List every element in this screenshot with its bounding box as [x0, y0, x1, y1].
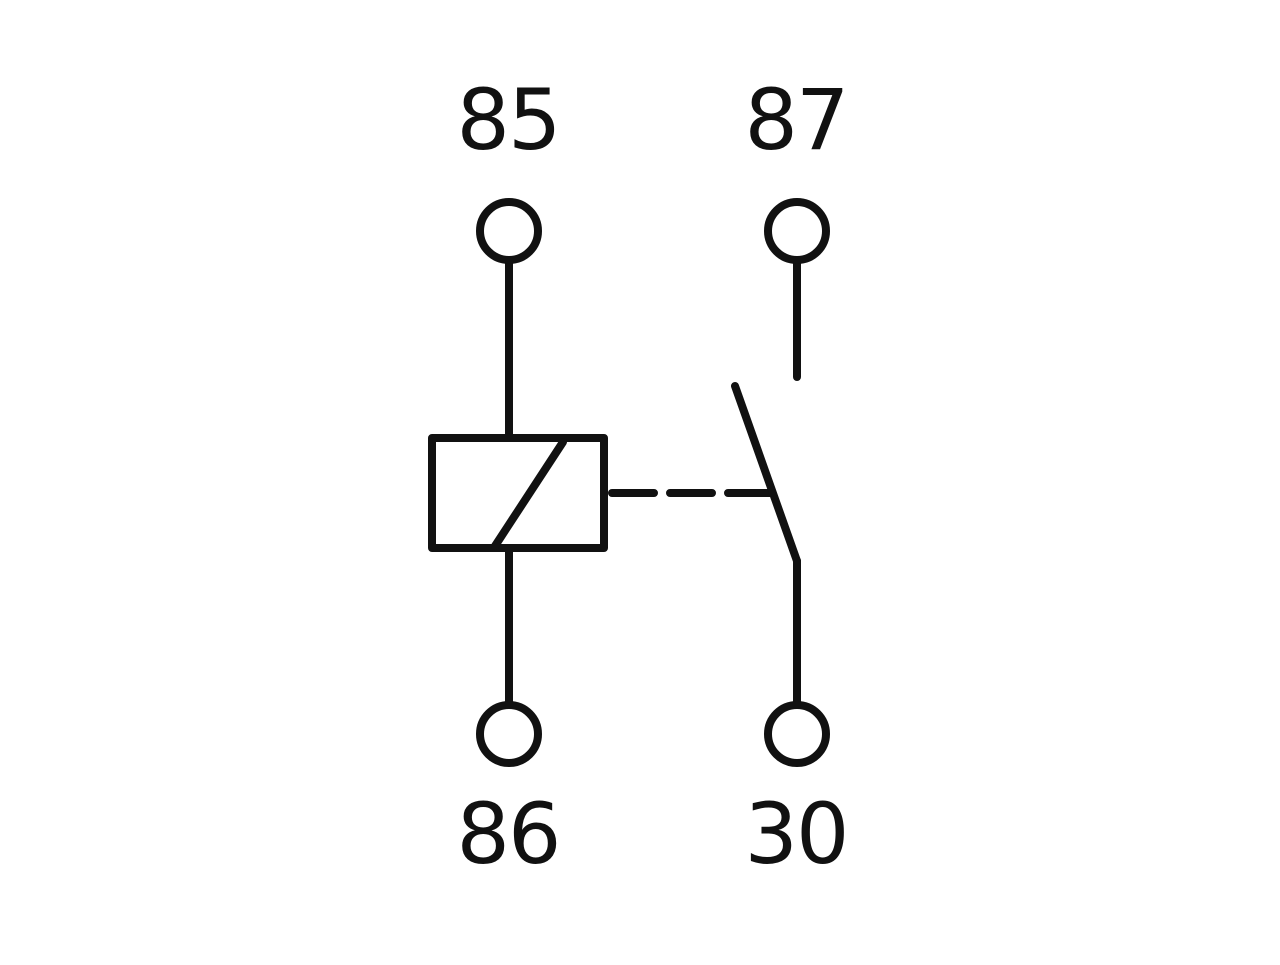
pin-label-86: 86	[456, 785, 562, 883]
coil-box	[428, 434, 608, 552]
terminal-86	[476, 701, 542, 767]
coil-diagonal	[491, 438, 567, 550]
terminal-30	[764, 701, 830, 767]
switch-blade	[731, 382, 801, 565]
terminal-85	[476, 198, 542, 264]
pin-label-87: 87	[744, 71, 850, 169]
terminal-87	[764, 198, 830, 264]
pin-label-30: 30	[744, 785, 850, 883]
pin-label-85: 85	[456, 71, 562, 169]
